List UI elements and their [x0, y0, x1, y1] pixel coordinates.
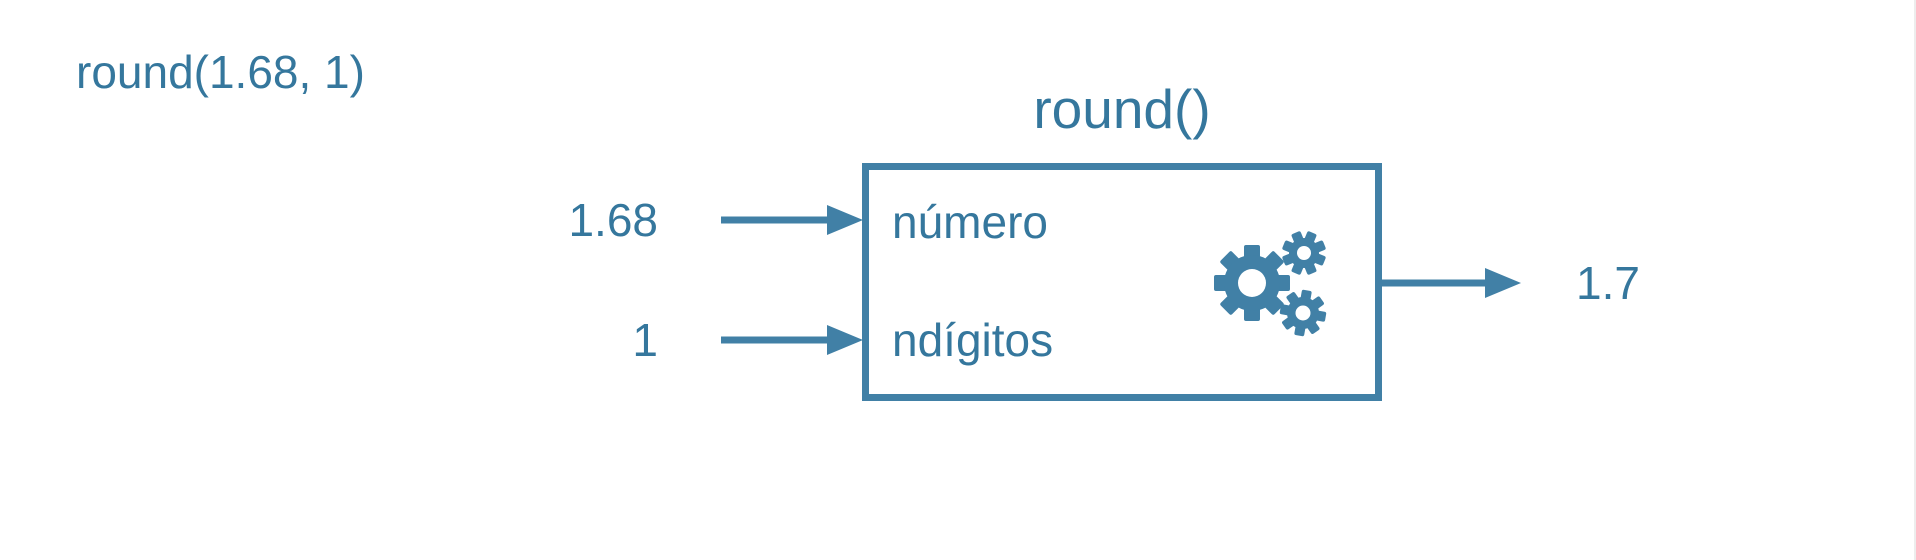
- function-call-expression: round(1.68, 1): [76, 46, 365, 98]
- gears-icon: [1214, 231, 1327, 337]
- param-label-ndigitos: ndígitos: [892, 314, 1054, 366]
- input-arrow-ndigitos: [721, 325, 863, 355]
- function-title: round(): [1033, 78, 1211, 140]
- function-box: [862, 163, 1382, 401]
- input-arrow-numero: [721, 205, 863, 235]
- input-value-ndigitos: 1: [632, 314, 658, 366]
- output-arrow: [1380, 268, 1521, 298]
- output-value: 1.7: [1576, 257, 1640, 309]
- page-edge-divider: [1914, 0, 1916, 560]
- param-label-numero: número: [892, 196, 1048, 248]
- input-value-numero: 1.68: [568, 194, 658, 246]
